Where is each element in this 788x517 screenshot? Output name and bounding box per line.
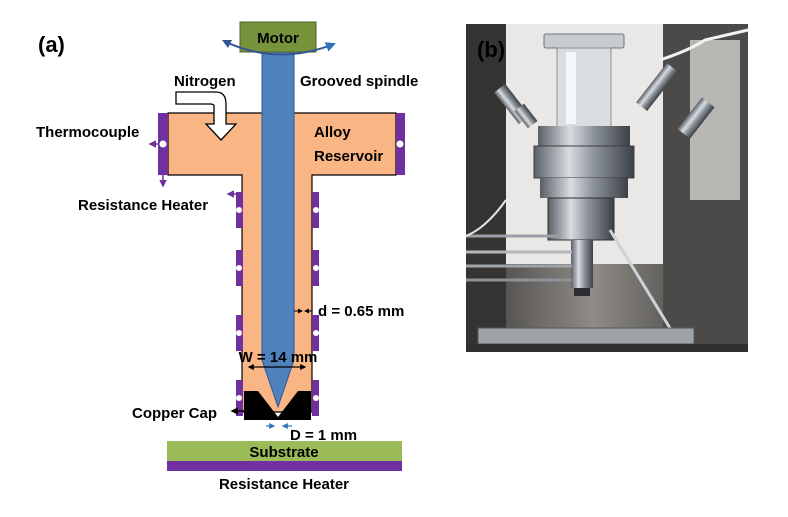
alloy-reservoir-label-line2: Reservoir — [314, 148, 383, 165]
substrate-stage-icon — [477, 327, 695, 345]
thermocouple-label: Thermocouple — [36, 124, 139, 141]
heated-body-icon — [533, 145, 635, 179]
glass-reservoir-icon — [556, 47, 612, 129]
copper-cap — [244, 391, 311, 420]
nozzle-column-icon — [571, 240, 593, 288]
motor-label: Motor — [257, 30, 299, 47]
panel-a-schematic: (a) Motor Grooved spindle Nitrogen Alloy… — [36, 21, 418, 493]
grooved-spindle-label: Grooved spindle — [300, 73, 418, 90]
thermocouple-port-right — [396, 140, 404, 148]
thermocouple-port-left — [159, 140, 167, 148]
panel-b-label: (b) — [477, 37, 505, 62]
panel-b-photo: (b) — [465, 24, 749, 352]
copper-cap-label: Copper Cap — [132, 405, 217, 422]
column-heaters-right — [312, 192, 319, 416]
gap-dimension-label: d = 0.65 mm — [318, 303, 404, 320]
rotation-arrow-tail-icon — [222, 40, 232, 48]
rotation-arrow-icon — [225, 41, 336, 56]
alloy-reservoir-label-line1: Alloy — [314, 124, 351, 141]
width-dimension-label: W = 14 mm — [239, 349, 318, 366]
substrate — [167, 441, 402, 461]
nozzle-diameter-label: D = 1 mm — [290, 427, 357, 444]
motor-block — [239, 21, 317, 53]
resistance-heater-lower-label: Resistance Heater — [219, 476, 349, 493]
substrate-heater — [167, 461, 402, 471]
resistance-heater-upper-label: Resistance Heater — [78, 197, 208, 214]
right-valve-icon — [636, 28, 749, 139]
thermocouple-cables-icon — [465, 199, 572, 282]
substrate-label: Substrate — [249, 444, 318, 461]
panel-a-label: (a) — [38, 32, 65, 57]
left-valve-icon — [494, 83, 538, 129]
column-heaters-left — [236, 192, 243, 416]
nitrogen-label: Nitrogen — [174, 73, 236, 90]
nitrogen-inlet-arrow-icon — [175, 91, 238, 141]
